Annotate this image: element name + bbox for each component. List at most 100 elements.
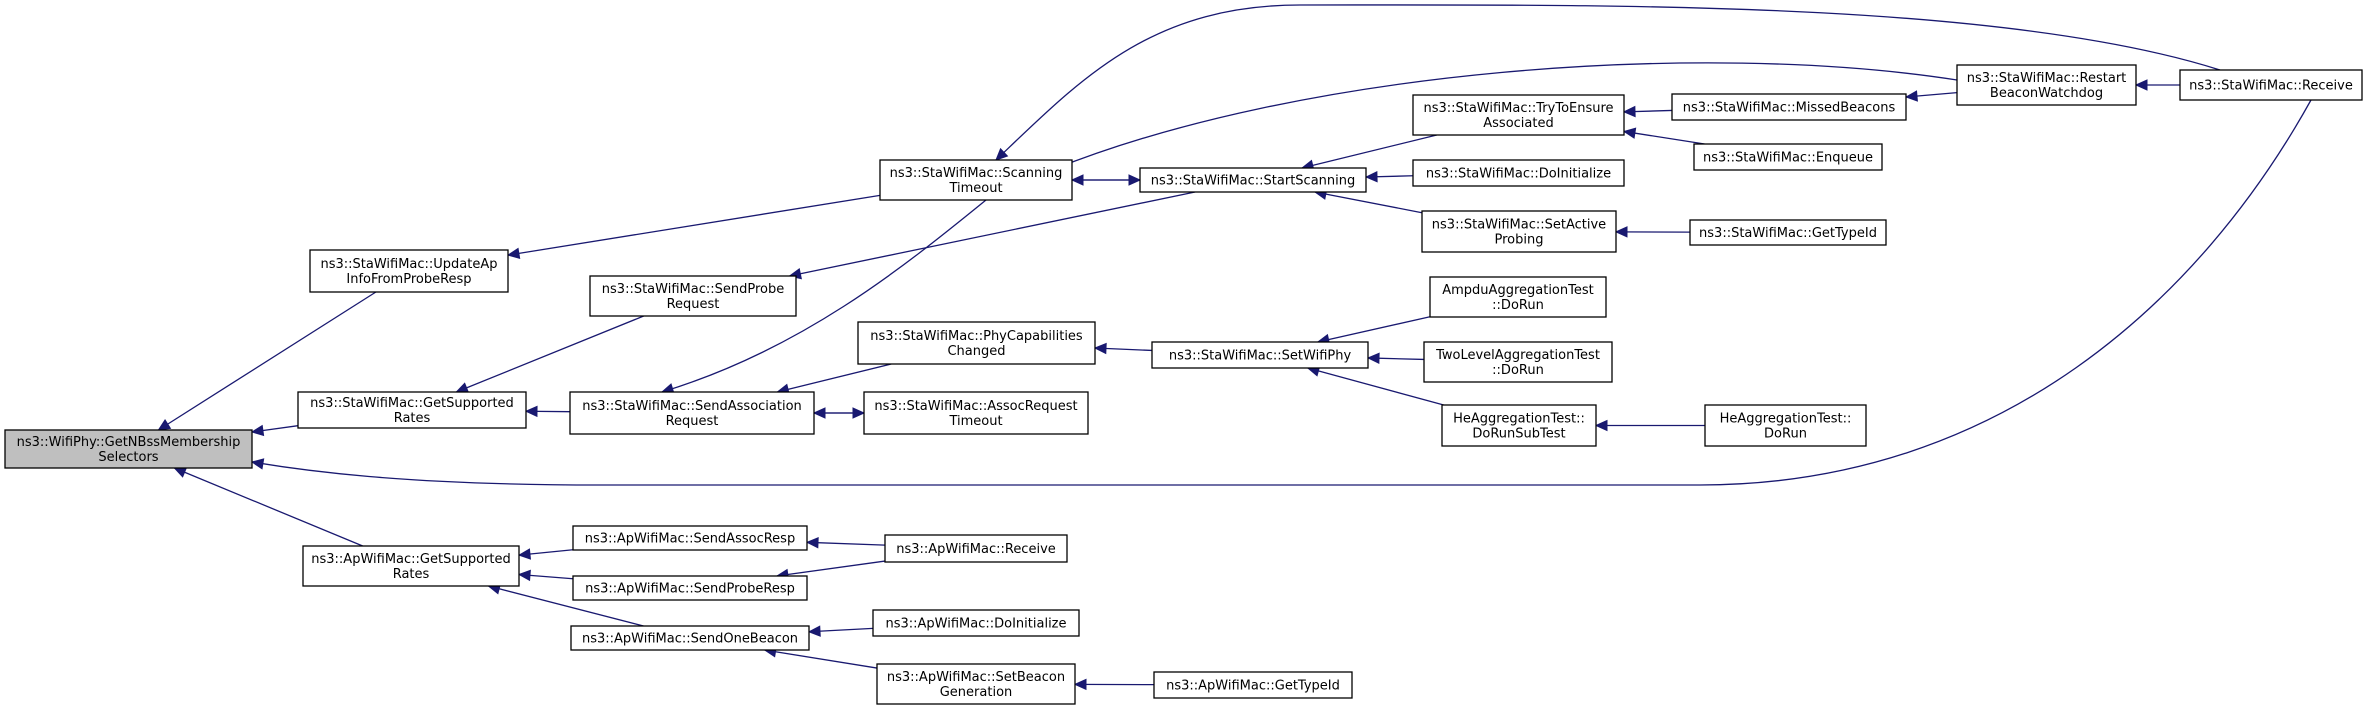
node-label-line: ns3::StaWifiMac::PhyCapabilities [870, 329, 1083, 344]
node-n27[interactable]: ns3::ApWifiMac::DoInitialize [872, 609, 1080, 637]
edge-n19-to-n18 [1316, 316, 1431, 346]
node-box [572, 575, 808, 601]
node-box [872, 609, 1080, 637]
node-label-line: Rates [394, 411, 431, 426]
node-label-line: Timeout [948, 414, 1002, 429]
node-n29[interactable]: ns3::ApWifiMac::GetTypeId [1153, 671, 1353, 699]
node-box [1693, 143, 1883, 171]
node-n24[interactable]: ns3::ApWifiMac::SendProbeResp [572, 575, 808, 601]
edge-n3-to-n5 [995, 4, 2221, 161]
arrowhead [173, 467, 188, 478]
arrowhead [250, 424, 265, 437]
arrowhead [455, 382, 470, 394]
arrowhead [517, 569, 531, 582]
node-n26[interactable]: ns3::ApWifiMac::Receive [884, 534, 1068, 563]
node-box [309, 249, 509, 293]
edge-n15-to-n12 [1614, 226, 1691, 238]
node-box [879, 159, 1073, 201]
node-label-line: ns3::StaWifiMac::GetTypeId [1699, 226, 1877, 241]
node-label-line: ns3::StaWifiMac::AssocRequest [874, 399, 1077, 414]
arrowhead [157, 418, 172, 431]
node-label-line: ::DoRun [1492, 363, 1544, 378]
node-label-line: ns3::StaWifiMac::Restart [1967, 71, 2127, 86]
edge-n7-to-n2 [524, 405, 571, 418]
node-box [569, 391, 815, 435]
arrowhead [1073, 678, 1087, 691]
node-n1[interactable]: ns3::StaWifiMac::UpdateApInfoFromProbeRe… [309, 249, 509, 293]
edge-n27-to-n25 [807, 625, 874, 637]
edge-n20-to-n18 [1366, 352, 1425, 365]
node-n23[interactable]: ns3::ApWifiMac::SendAssocResp [572, 525, 808, 551]
node-label-line: ns3::StaWifiMac::UpdateAp [320, 257, 497, 272]
arrowhead [805, 536, 819, 549]
node-n25[interactable]: ns3::ApWifiMac::SendOneBeacon [570, 625, 810, 651]
node-n3[interactable]: ns3::StaWifiMac::Receive [2179, 69, 2363, 101]
node-n8[interactable]: ns3::StaWifiMac::StartScanning [1139, 167, 1367, 193]
edge-n2-to-n0 [250, 424, 299, 437]
edge-n14-to-n10 [1622, 127, 1705, 145]
node-label-line: ns3::ApWifiMac::GetSupported [311, 552, 510, 567]
node-label-line: ns3::StaWifiMac::DoInitialize [1426, 167, 1611, 182]
arrowhead [1614, 226, 1628, 238]
node-box [570, 625, 810, 651]
node-label-line: TwoLevelAggregationTest [1435, 348, 1600, 363]
edge-n26-to-n23 [805, 536, 886, 549]
node-label-line: ns3::StaWifiMac::TryToEnsure [1423, 101, 1613, 116]
edge-n7-to-n17 [814, 407, 866, 419]
node-box [589, 275, 797, 317]
edge-n21-to-n18 [1306, 365, 1444, 406]
node-label-line: Probing [1495, 233, 1544, 248]
node-label-line: HeAggregationTest:: [1453, 412, 1585, 427]
edge-n4-to-n0 [173, 467, 363, 547]
node-box [1441, 404, 1597, 447]
node-label-line: ns3::StaWifiMac::SetWifiPhy [1169, 349, 1352, 364]
node-label-line: AmpduAggregationTest [1442, 283, 1593, 298]
arrowhead [2134, 79, 2148, 91]
node-n21[interactable]: HeAggregationTest::DoRunSubTest [1441, 404, 1597, 447]
node-box [1151, 341, 1369, 369]
node-box [876, 663, 1076, 705]
arrowhead [1128, 174, 1142, 186]
node-n18[interactable]: ns3::StaWifiMac::SetWifiPhy [1151, 341, 1369, 369]
node-box [1421, 210, 1617, 253]
node-box [1429, 276, 1607, 318]
arrowhead [517, 548, 532, 560]
node-box [297, 391, 527, 429]
node-label-line: ns3::ApWifiMac::SetBeacon [887, 670, 1065, 685]
node-n20[interactable]: TwoLevelAggregationTest::DoRun [1423, 341, 1613, 383]
node-n13[interactable]: ns3::StaWifiMac::MissedBeacons [1671, 93, 1907, 121]
node-n14[interactable]: ns3::StaWifiMac::Enqueue [1693, 143, 1883, 171]
node-box [1139, 167, 1367, 193]
arrowhead [995, 147, 1009, 161]
node-n11[interactable]: ns3::StaWifiMac::DoInitialize [1412, 159, 1625, 187]
edge-n29-to-n28 [1073, 678, 1155, 691]
edge-n24-to-n4 [517, 569, 574, 582]
node-label-line: ns3::ApWifiMac::GetTypeId [1166, 679, 1340, 694]
edge-n6-to-n2 [455, 315, 644, 394]
node-label-line: Changed [947, 344, 1005, 359]
node-label-line: Request [667, 297, 720, 312]
node-box [1153, 671, 1353, 699]
arrowhead [250, 458, 265, 470]
node-label-line: ns3::StaWifiMac::Enqueue [1703, 151, 1873, 166]
node-n19[interactable]: AmpduAggregationTest::DoRun [1429, 276, 1607, 318]
edge-n22-to-n21 [1594, 419, 1705, 432]
node-label-line: ns3::WifiPhy::GetNBssMembership [17, 435, 241, 450]
node-n15[interactable]: ns3::StaWifiMac::GetTypeId [1689, 219, 1887, 246]
edge-n5-to-n8 [1072, 174, 1142, 186]
node-label-line: ns3::StaWifiMac::SetActive [1432, 218, 1606, 233]
arrowhead [1622, 127, 1637, 139]
node-n22[interactable]: HeAggregationTest::DoRun [1704, 404, 1867, 447]
